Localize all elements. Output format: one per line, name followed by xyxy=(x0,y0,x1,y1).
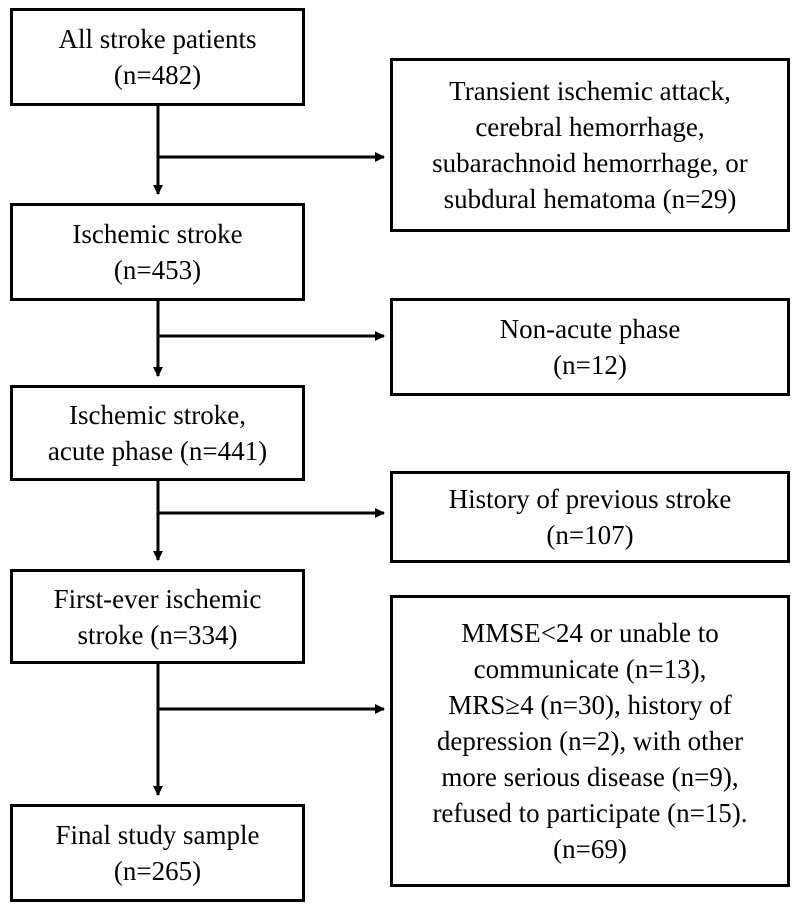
step-count: (n=265) xyxy=(113,856,202,886)
exclusion-line: subdural hematoma (n=29) xyxy=(443,184,737,214)
exclusion-line: MMSE<24 or unable to xyxy=(461,618,719,648)
exclusion-line: History of previous stroke xyxy=(448,484,732,514)
exclusion-line: MRS≥4 (n=30), history of xyxy=(448,690,732,720)
exclusion-other-criteria: MMSE<24 or unable to communicate (n=13),… xyxy=(390,595,790,887)
step-acute-phase: Ischemic stroke, acute phase (n=441) xyxy=(10,385,305,481)
step-line: stroke (n=334) xyxy=(77,619,238,650)
exclusion-hemorrhage: Transient ischemic attack, cerebral hemo… xyxy=(390,58,790,232)
step-final-sample: Final study sample (n=265) xyxy=(10,804,305,902)
step-count: (n=482) xyxy=(113,60,202,90)
step-line: All stroke patients xyxy=(58,24,257,54)
step-line: First-ever ischemic xyxy=(53,583,262,614)
step-all-stroke-patients: All stroke patients (n=482) xyxy=(10,8,305,106)
exclusion-count: (n=107) xyxy=(546,520,634,550)
exclusion-previous-stroke: History of previous stroke (n=107) xyxy=(390,471,790,563)
step-line: Ischemic stroke, xyxy=(69,400,246,430)
exclusion-line: communicate (n=13), xyxy=(473,654,707,684)
exclusion-line: subarachnoid hemorrhage, or xyxy=(432,148,748,178)
exclusion-line: Transient ischemic attack, xyxy=(449,76,731,106)
exclusion-line: more serious disease (n=9), xyxy=(441,762,739,792)
exclusion-non-acute: Non-acute phase (n=12) xyxy=(390,298,790,396)
step-line: Final study sample xyxy=(55,820,260,850)
step-ischemic-stroke: Ischemic stroke (n=453) xyxy=(10,203,305,301)
step-line: Ischemic stroke xyxy=(72,219,243,249)
exclusion-line: depression (n=2), with other xyxy=(436,726,744,756)
exclusion-line: cerebral hemorrhage, xyxy=(475,112,705,142)
exclusion-line: refused to participate (n=15). xyxy=(432,798,748,828)
step-count: (n=453) xyxy=(113,255,202,285)
exclusion-line: Non-acute phase xyxy=(499,314,681,344)
exclusion-count: (n=12) xyxy=(553,350,627,380)
step-line: acute phase (n=441) xyxy=(47,436,268,466)
step-first-ever: First-ever ischemic stroke (n=334) xyxy=(10,569,305,664)
exclusion-count: (n=69) xyxy=(553,834,627,864)
